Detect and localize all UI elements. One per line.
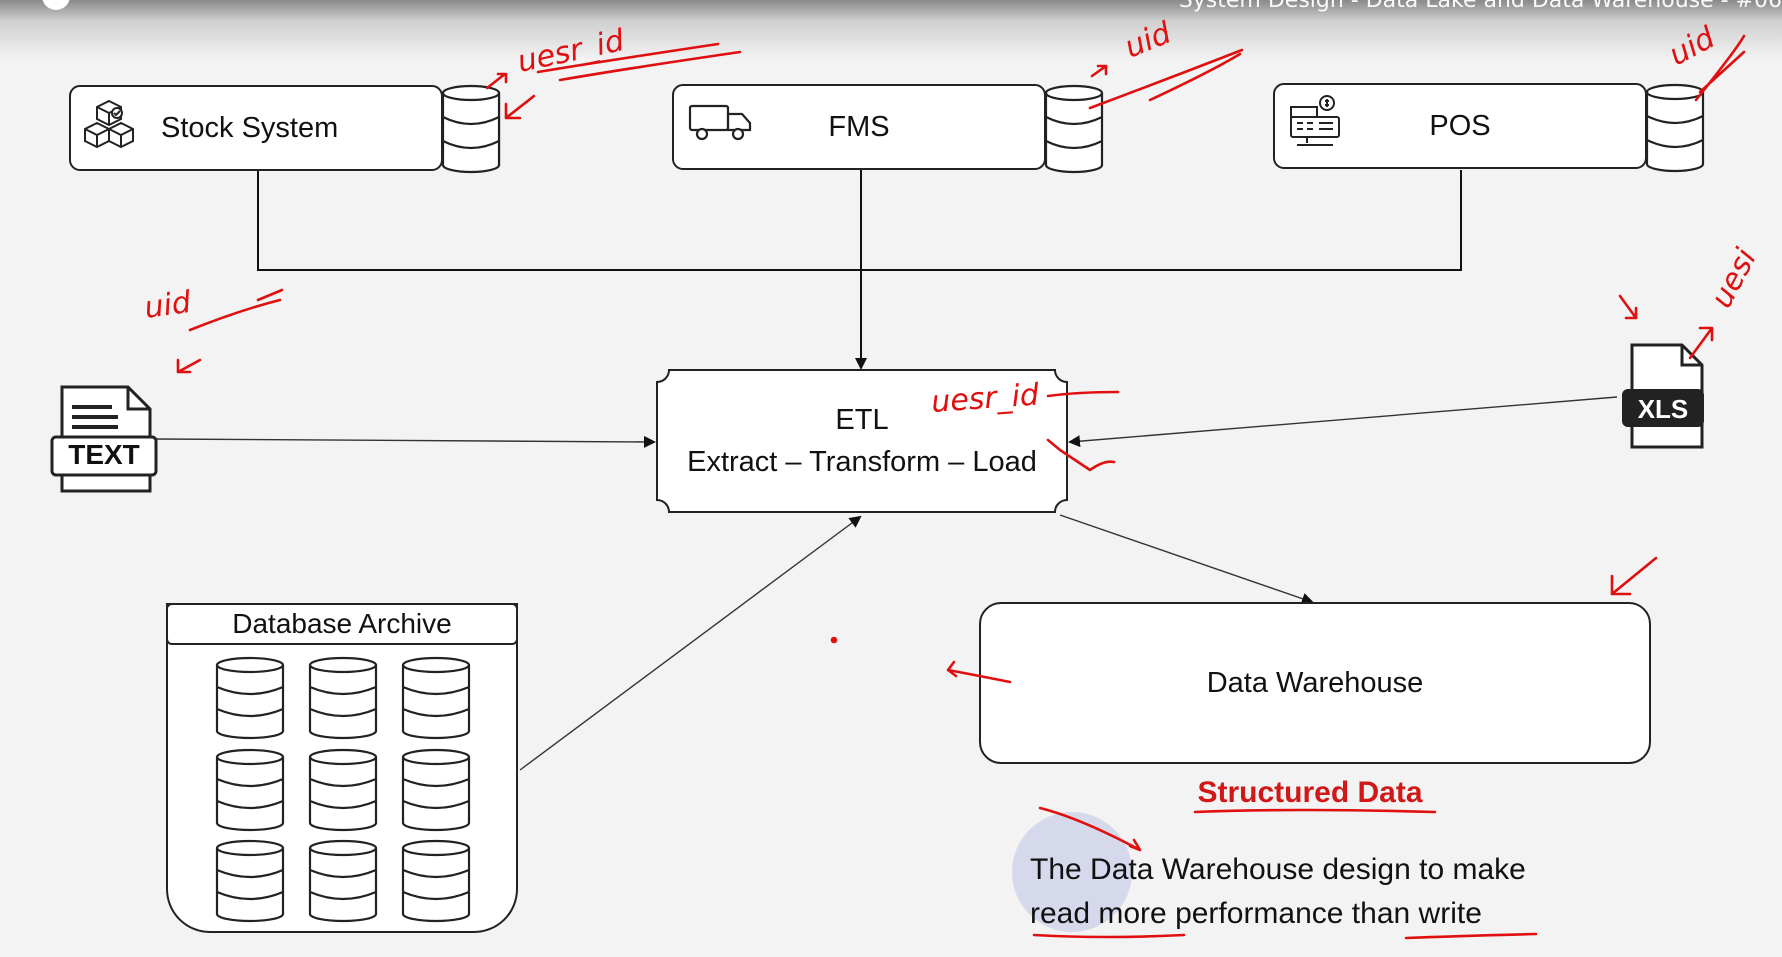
xls-file-label: XLS xyxy=(1637,394,1689,424)
cash-register-icon xyxy=(1287,93,1343,157)
stock-system-box[interactable]: Stock System xyxy=(69,85,443,171)
video-title: System Design - Data Lake and Data Wareh… xyxy=(1178,0,1782,13)
etl-box[interactable]: ETL Extract – Transform – Load xyxy=(655,368,1069,514)
archive-database-grid xyxy=(215,656,471,923)
etl-title: ETL xyxy=(835,404,889,436)
caption-line-1: The Data Warehouse design to make xyxy=(1030,853,1526,886)
boxes-icon xyxy=(81,95,137,159)
etl-to-warehouse-arrow xyxy=(1059,514,1314,605)
archive-database-icon xyxy=(401,656,471,740)
source-bus-line xyxy=(257,170,1462,271)
pos-box[interactable]: POS xyxy=(1273,83,1647,169)
xls-to-etl-arrow xyxy=(1068,396,1618,448)
archive-database-icon xyxy=(308,839,378,923)
stock-system-label: Stock System xyxy=(161,111,339,144)
archive-database-icon xyxy=(215,748,285,832)
archive-database-icon xyxy=(215,656,285,740)
caption-line-2: read more performance than write xyxy=(1030,897,1482,930)
text-file-label: TEXT xyxy=(68,439,140,470)
data-warehouse-label: Data Warehouse xyxy=(1206,666,1424,699)
etl-subtitle: Extract – Transform – Load xyxy=(687,446,1037,478)
xls-file-source[interactable]: XLS xyxy=(1620,343,1710,451)
archive-to-etl-arrow xyxy=(519,515,862,771)
archive-database-icon xyxy=(308,656,378,740)
text-file-icon xyxy=(50,385,158,493)
caption-body: The Data Warehouse design to make read m… xyxy=(1030,848,1526,936)
archive-database-icon xyxy=(215,839,285,923)
etl-frame xyxy=(656,369,1068,513)
archive-database-icon xyxy=(308,748,378,832)
player-button[interactable] xyxy=(42,0,70,10)
pos-label: POS xyxy=(1429,109,1491,142)
video-top-overlay xyxy=(0,0,1782,60)
fms-box[interactable]: FMS xyxy=(672,84,1046,170)
xls-file-icon xyxy=(1622,343,1704,449)
archive-database-icon xyxy=(401,748,471,832)
data-warehouse-box[interactable]: Data Warehouse xyxy=(979,602,1651,764)
structured-data-heading: Structured Data xyxy=(1197,776,1423,809)
stock-database-icon xyxy=(441,84,501,174)
text-to-etl-arrow xyxy=(156,435,656,448)
archive-database-icon xyxy=(401,839,471,923)
fms-database-icon xyxy=(1044,84,1104,174)
database-archive-title: Database Archive xyxy=(166,603,518,645)
pos-database-icon xyxy=(1645,83,1705,173)
text-file-source[interactable]: TEXT xyxy=(50,385,158,493)
truck-icon xyxy=(688,102,754,150)
fms-label: FMS xyxy=(828,110,890,143)
